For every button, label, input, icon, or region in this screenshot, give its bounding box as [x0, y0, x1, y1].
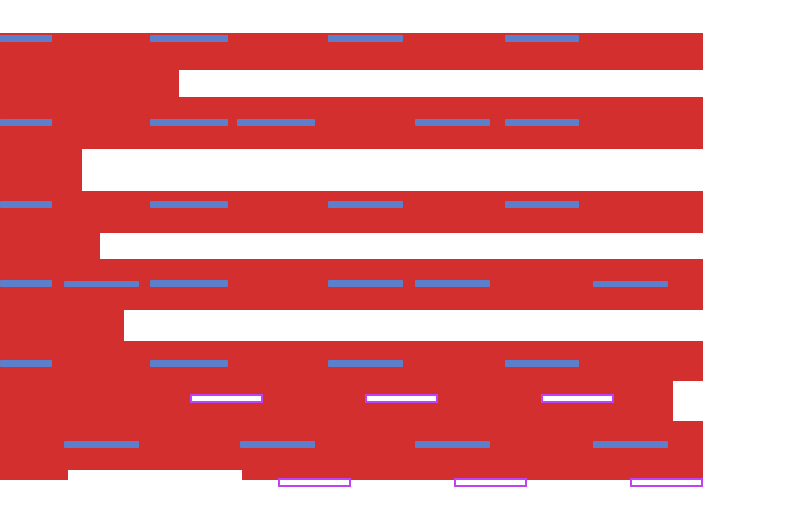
gap-row-1 [179, 70, 799, 97]
redacted-text-line [150, 119, 228, 126]
redacted-text-line [150, 35, 228, 42]
redacted-text-line [0, 360, 52, 367]
redacted-text-line [64, 281, 139, 287]
page-title: Redacted Interface Capture [0, 21, 1, 22]
redacted-text-line [328, 201, 403, 208]
redacted-text-line [415, 280, 490, 287]
redacted-text-line [593, 281, 668, 287]
gap-row-4 [124, 310, 799, 341]
redacted-text-line [415, 119, 490, 126]
redacted-text-line [415, 441, 490, 448]
redacted-text-line [0, 119, 52, 126]
redacted-text-line [240, 441, 315, 448]
redacted-text-line [505, 119, 579, 126]
gap-row-3 [100, 233, 799, 259]
redacted-text-line [64, 441, 139, 448]
redacted-text-line [328, 280, 403, 287]
redacted-text-line [0, 201, 52, 208]
highlighted-input-field[interactable] [454, 478, 527, 487]
gap-row-2 [82, 149, 799, 191]
redacted-text-line [150, 201, 228, 208]
redacted-text-line [0, 35, 52, 42]
redacted-text-line [0, 280, 52, 287]
redacted-text-line [505, 201, 579, 208]
highlighted-input-field[interactable] [190, 394, 263, 403]
highlighted-input-field[interactable] [541, 394, 614, 403]
redacted-text-line [150, 360, 228, 367]
highlighted-input-field[interactable] [630, 478, 703, 487]
highlighted-input-field[interactable] [365, 394, 438, 403]
redacted-text-line [150, 280, 228, 287]
redacted-text-line [593, 441, 668, 448]
redacted-text-line [328, 35, 403, 42]
gap-notch-right [673, 381, 799, 421]
redacted-text-line [328, 360, 403, 367]
redacted-text-line [505, 360, 579, 367]
redacted-text-line [505, 35, 579, 42]
highlighted-input-field[interactable] [278, 478, 351, 487]
redacted-text-line [237, 119, 315, 126]
